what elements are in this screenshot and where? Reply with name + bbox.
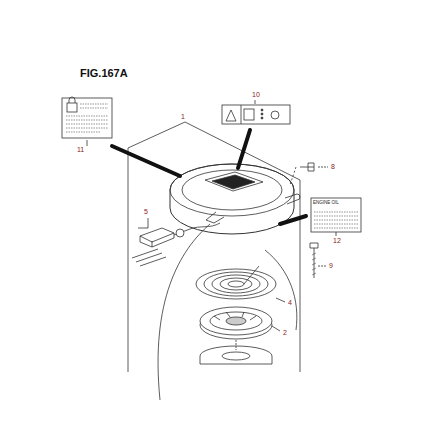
figure-title: FIG.167A (80, 68, 128, 79)
callout-number: 10 (251, 91, 261, 98)
callout-number: 2 (282, 329, 288, 336)
recoil-spring (196, 266, 276, 299)
rope-reel (200, 307, 272, 339)
callout-number: 1 (180, 113, 186, 120)
callout-number: 8 (330, 163, 336, 170)
callout-number: 9 (328, 262, 334, 269)
warning-label (222, 105, 290, 124)
label-text: ENGINE OIL (313, 201, 339, 206)
callout-number: 5 (143, 208, 149, 215)
callout-number: 11 (76, 146, 85, 153)
callout-number: 4 (287, 299, 293, 306)
warning-label (62, 98, 112, 138)
oil-label (311, 198, 361, 232)
callout-number: 12 (332, 237, 342, 244)
starter-housing (170, 164, 294, 234)
